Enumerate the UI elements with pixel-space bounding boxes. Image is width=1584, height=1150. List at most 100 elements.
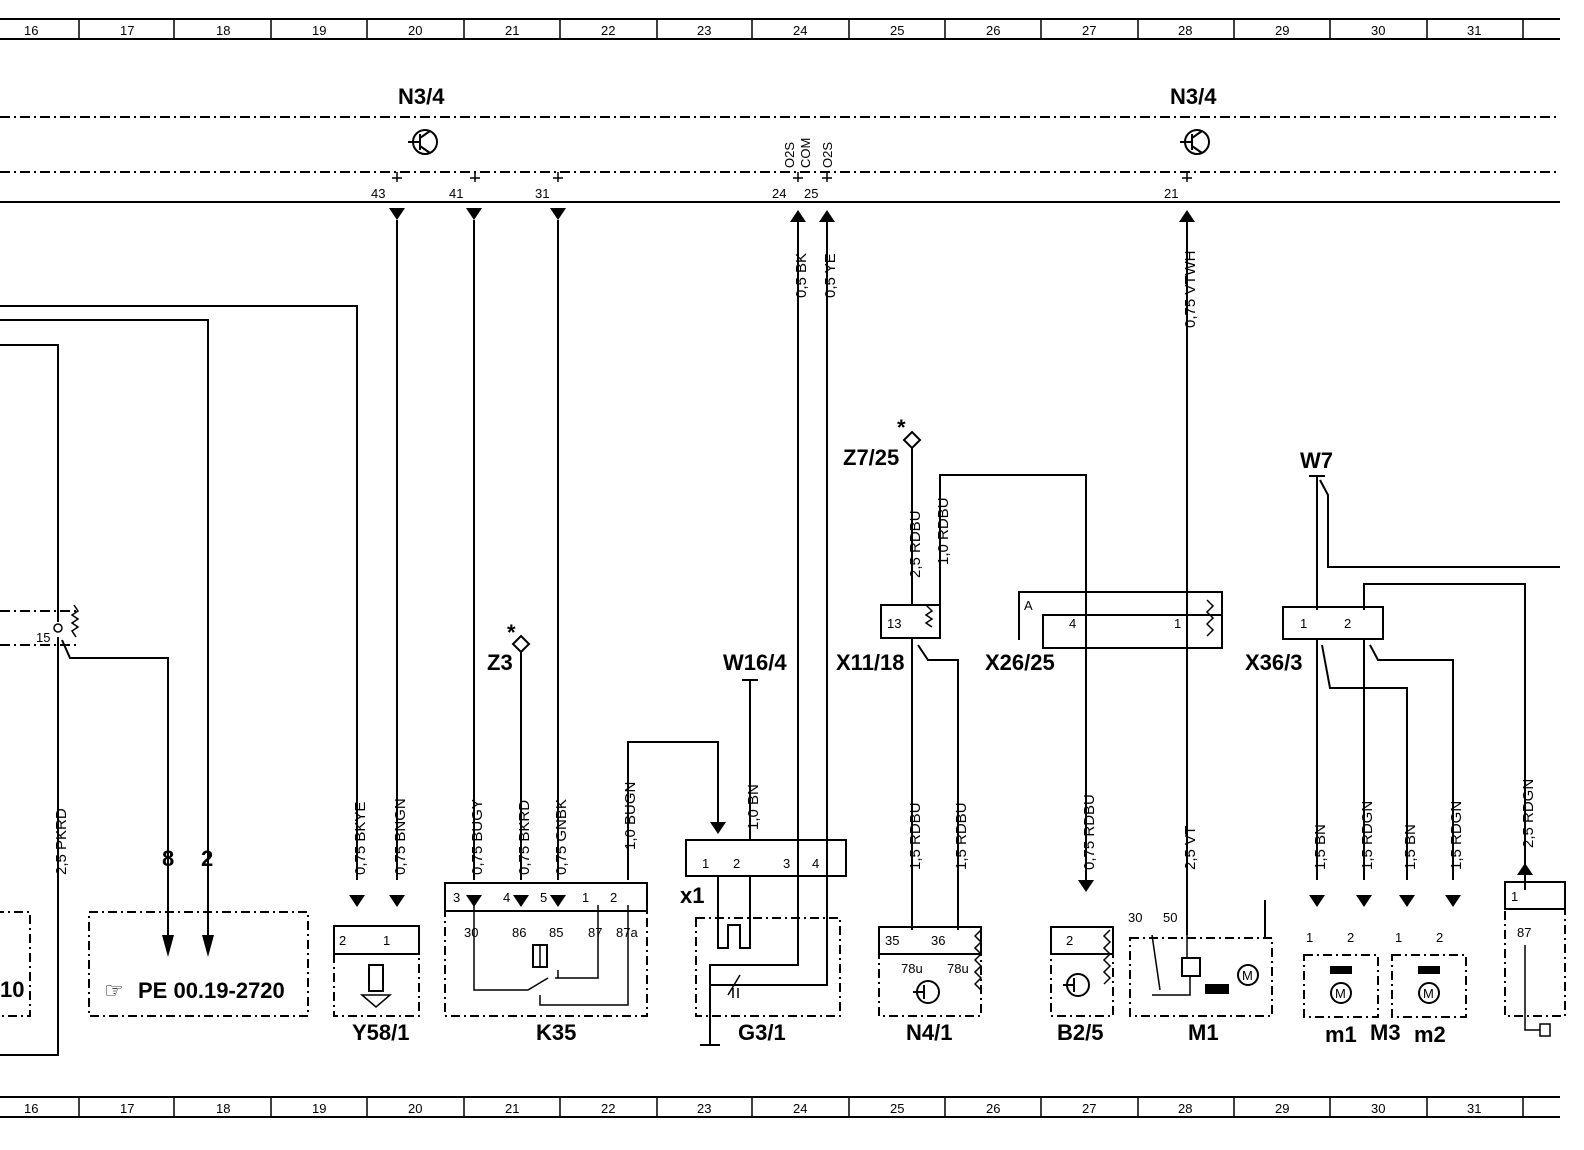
ecu-pin-24: 24 xyxy=(772,186,786,201)
reference-arrow-2: 2 xyxy=(201,846,213,871)
ecu-pin-41: 41 xyxy=(449,186,463,201)
y58-pin-1: 1 xyxy=(383,933,390,948)
k35-pin-1: 1 xyxy=(582,890,589,905)
ruler-top-23: 23 xyxy=(697,23,711,38)
b2-5-component: 0,75 RDBU 2 B2/5 xyxy=(1050,794,1114,1045)
wire-label-rdgn-15a: 1,5 RDGN xyxy=(1359,801,1376,870)
k35-pin-4: 4 xyxy=(503,890,510,905)
k35-label: K35 xyxy=(536,1020,576,1045)
ruler-bottom-23: 23 xyxy=(697,1101,711,1116)
wire-label-pkrd: 2,5 PKRD xyxy=(53,808,70,875)
wire-label-bugn: 1,0 BUGN xyxy=(622,782,639,850)
ruler-top-25: 25 xyxy=(890,23,904,38)
ruler-bottom-25: 25 xyxy=(890,1101,904,1116)
ecu-pin-o2s-a: O2S xyxy=(782,142,797,168)
wire-label-bkye: 0,75 BKYE xyxy=(352,802,369,875)
x36-3-label: X36/3 xyxy=(1245,650,1303,675)
k35-pin-87: 87 xyxy=(588,925,602,940)
x1-pin-4: 4 xyxy=(812,856,819,871)
m3-component: W7 1 2 X36/3 1,5 BN 1,5 RDGN 1,5 BN 1,5 … xyxy=(1245,448,1560,1047)
m3-label: M3 xyxy=(1370,1020,1401,1045)
pin-15: 15 xyxy=(36,630,50,645)
x26-conn-a: A xyxy=(1024,598,1033,613)
m1-pin-30: 30 xyxy=(1128,910,1142,925)
ruler-top-16: 16 xyxy=(24,23,38,38)
ruler-bottom-30: 30 xyxy=(1371,1101,1385,1116)
ruler-bottom-17: 17 xyxy=(120,1101,134,1116)
wire-label-bn-10: 1,0 BN xyxy=(745,784,762,830)
reference-box: 8 2 ☞ PE 00.19-2720 xyxy=(88,846,309,1017)
x1-label: x1 xyxy=(680,883,704,908)
k35-pin-30: 30 xyxy=(464,925,478,940)
wire-label-bkrd: 0,75 BKRD xyxy=(516,800,533,875)
m1-component: 2,5 VT 30 50 M M1 xyxy=(1128,826,1273,1045)
right-pin-87: 87 xyxy=(1517,925,1531,940)
reference-hand-icon: ☞ xyxy=(104,978,124,1003)
k35-pin-87a: 87a xyxy=(616,925,638,940)
ruler-top-22: 22 xyxy=(601,23,615,38)
ruler-bottom-16: 16 xyxy=(24,1101,38,1116)
ruler-bottom-31: 31 xyxy=(1467,1101,1481,1116)
x26-pin-4: 4 xyxy=(1069,616,1076,631)
m1s-pin-2: 2 xyxy=(1347,930,1354,945)
y58-1-component: 0,75 BKYE 0,75 BNGN 2 1 Y58/1 xyxy=(333,798,420,1045)
ecu-pin-com: COM xyxy=(798,138,813,168)
x36-pin-1: 1 xyxy=(1300,616,1307,631)
ruler-top-27: 27 xyxy=(1082,23,1096,38)
b2-5-label: B2/5 xyxy=(1057,1020,1103,1045)
ruler-bottom-24: 24 xyxy=(793,1101,807,1116)
ruler-bottom-19: 19 xyxy=(312,1101,326,1116)
k35-pin-2: 2 xyxy=(610,890,617,905)
ecu-pin-o2s-b: O2S xyxy=(820,142,835,168)
ruler-top-30: 30 xyxy=(1371,23,1385,38)
wire-label-bngn: 0,75 BNGN xyxy=(392,798,409,875)
transistor-icon xyxy=(1063,973,1090,997)
ruler-top-26: 26 xyxy=(986,23,1000,38)
x1-pin-1: 1 xyxy=(702,856,709,871)
x26-25-label: X26/25 xyxy=(985,650,1055,675)
m1s-motor-icon: M xyxy=(1335,986,1346,1001)
reference-text: PE 00.19-2720 xyxy=(138,978,285,1003)
m1-motor-icon: M xyxy=(1242,968,1253,983)
k35-component: Z3 * 0,75 BUGY 0,75 BKRD 0,75 GNBK 1,0 B… xyxy=(444,620,719,1045)
wire-label-rdgn-25: 2,5 RDGN xyxy=(1520,779,1537,848)
z3-label: Z3 xyxy=(487,650,513,675)
x26-pin-1: 1 xyxy=(1174,616,1181,631)
y58-1-label: Y58/1 xyxy=(352,1020,410,1045)
ruler-top-31: 31 xyxy=(1467,23,1481,38)
ecu-pin-21: 21 xyxy=(1164,186,1178,201)
wire-label-bn-15a: 1,5 BN xyxy=(1312,824,1329,870)
right-edge-component: 2,5 RDGN 1 87 xyxy=(1504,779,1566,1037)
n3-4-label-right: N3/4 xyxy=(1170,84,1217,109)
ecu-pin-31: 31 xyxy=(535,186,549,201)
n4-pin-78u-b: 78u xyxy=(947,961,969,976)
z7-25-label: Z7/25 xyxy=(843,445,899,470)
n3-4-module-band: N3/4 N3/4 43 41 31 24 25 21 O2S COM O2S xyxy=(0,84,1560,203)
ruler-top-20: 20 xyxy=(408,23,422,38)
wire-label-bk: 0,5 BK xyxy=(793,253,810,298)
ruler-bottom-22: 22 xyxy=(601,1101,615,1116)
wire-label-rdbu-10: 1,0 RDBU xyxy=(935,497,952,565)
wire-label-vt-25: 2,5 VT xyxy=(1182,826,1199,870)
k35-pin-3: 3 xyxy=(453,890,460,905)
wire-label-rdbu-25: 2,5 RDBU xyxy=(907,510,924,578)
x1-pin-2: 2 xyxy=(733,856,740,871)
transistor-icon xyxy=(913,980,940,1004)
k35-pin-5: 5 xyxy=(540,890,547,905)
ruler-bottom-18: 18 xyxy=(216,1101,230,1116)
n4-pin-78u-a: 78u xyxy=(901,961,923,976)
transistor-icon xyxy=(408,129,438,155)
transistor-icon xyxy=(1180,129,1210,155)
k35-pin-85: 85 xyxy=(549,925,563,940)
m1s-pin-1: 1 xyxy=(1306,930,1313,945)
wire-label-rdbu-15b: 1,5 RDBU xyxy=(953,802,970,870)
m2-pin-2: 2 xyxy=(1436,930,1443,945)
g3-1-label: G3/1 xyxy=(738,1020,786,1045)
cut-off-label: 10 xyxy=(0,977,24,1002)
ruler-bottom-26: 26 xyxy=(986,1101,1000,1116)
wire-label-rdbu-075: 0,75 RDBU xyxy=(1081,794,1098,870)
k35-pin-86: 86 xyxy=(512,925,526,940)
wire-label-vtwh: 0,75 VTWH xyxy=(1182,250,1199,328)
wire-label-bn-15b: 1,5 BN xyxy=(1402,824,1419,870)
reference-arrow-8: 8 xyxy=(162,846,174,871)
